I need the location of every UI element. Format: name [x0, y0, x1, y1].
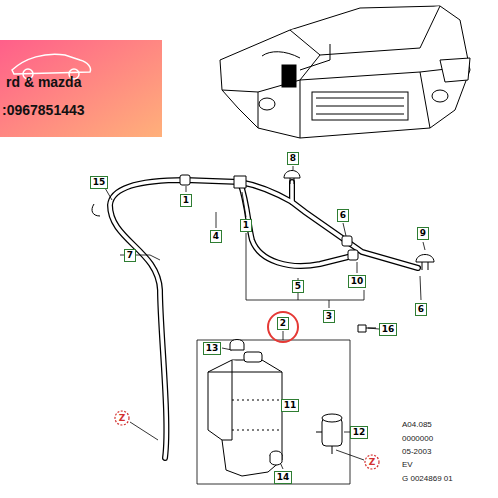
reservoir-cap: [230, 340, 244, 351]
washer-nozzle: [284, 171, 434, 271]
callout-number: 1: [180, 194, 192, 207]
drawing-code: EV: [402, 461, 413, 469]
callout-number: 14: [274, 471, 293, 484]
screw: [358, 325, 376, 332]
callout-number: 3: [323, 310, 335, 323]
callout-number: 6: [415, 303, 427, 316]
hose-connector: [92, 175, 358, 260]
callout-number: 15: [90, 176, 109, 189]
banner: [0, 40, 162, 137]
watermark-text: :0967851443: [2, 103, 85, 117]
truck-sketch: [220, 6, 470, 138]
drawing-code: 05-2003: [402, 448, 431, 456]
callout-number: 11: [281, 399, 300, 412]
drawing-code: G 0024869 01: [402, 475, 453, 483]
z-marker: [365, 455, 379, 469]
callout-number: 6: [337, 209, 349, 222]
callout-number: 7: [124, 249, 136, 262]
watermark-text: rd & mazda: [6, 75, 81, 89]
callout-number: 16: [379, 323, 398, 336]
callout-number: 10: [348, 275, 367, 288]
callout-number: 13: [203, 342, 222, 355]
reference-mark: Z: [119, 414, 126, 423]
group-bracket: [197, 340, 350, 484]
highlight-circle: [268, 312, 298, 342]
washer-reservoir: [208, 352, 282, 476]
reference-mark: Z: [369, 458, 376, 467]
callout-number: 5: [292, 280, 304, 293]
z-marker: [115, 411, 129, 425]
grommet: [270, 451, 282, 465]
drawing-code: A04.085: [402, 421, 432, 429]
callout-number: 2: [277, 317, 289, 330]
callout-number: 1: [240, 219, 252, 232]
callout-number: 9: [417, 227, 429, 240]
washer-pump: [316, 414, 342, 454]
drawing-code: 0000000: [402, 435, 433, 443]
callout-number: 4: [210, 230, 222, 243]
callout-number: 12: [350, 426, 369, 439]
callout-number: 8: [287, 152, 299, 165]
